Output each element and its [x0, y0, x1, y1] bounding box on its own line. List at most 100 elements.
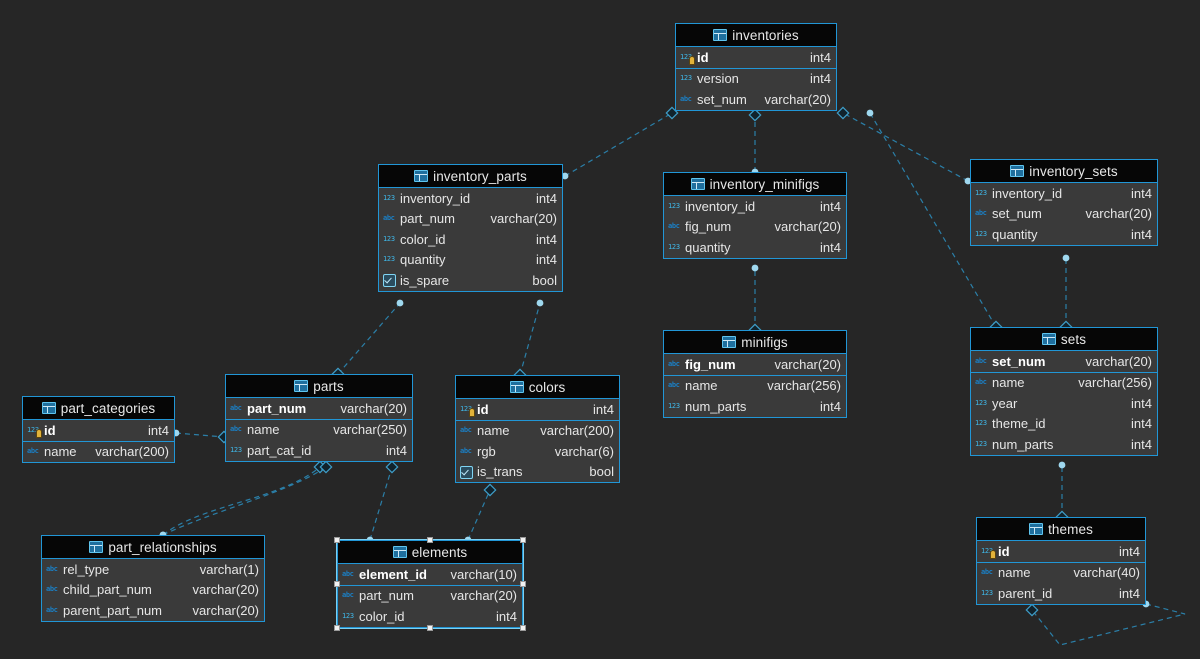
- relationship-line[interactable]: [162, 466, 321, 536]
- relationship-line[interactable]: [369, 466, 393, 541]
- table-header[interactable]: inventories: [676, 24, 836, 47]
- relationship-endpoint-circle: [396, 299, 404, 307]
- column-type: varchar(10): [450, 566, 517, 582]
- column-name: is_spare: [400, 272, 450, 288]
- table-title: elements: [411, 544, 468, 560]
- relationship-line[interactable]: [175, 432, 225, 438]
- relationship-line[interactable]: [467, 489, 491, 541]
- resize-handle[interactable]: [520, 581, 526, 587]
- resize-handle[interactable]: [334, 625, 340, 631]
- relationship-line[interactable]: [519, 302, 541, 376]
- table-header[interactable]: colors: [456, 376, 619, 399]
- table-header[interactable]: part_categories: [23, 397, 174, 420]
- resize-handle[interactable]: [334, 581, 340, 587]
- column-type: int4: [536, 190, 557, 206]
- relationship-line[interactable]: [162, 466, 327, 536]
- text-icon: abc: [460, 446, 472, 455]
- column-name: name: [477, 423, 510, 439]
- table-icon: [1041, 333, 1056, 345]
- table-header[interactable]: elements: [338, 541, 522, 564]
- table-header[interactable]: inventory_parts: [379, 165, 562, 188]
- table-title: sets: [1060, 331, 1087, 347]
- table-header[interactable]: sets: [971, 328, 1157, 351]
- resize-handle[interactable]: [520, 625, 526, 631]
- table-header[interactable]: parts: [226, 375, 412, 398]
- relationship-line[interactable]: [842, 112, 969, 182]
- resize-handle[interactable]: [427, 625, 433, 631]
- table-header[interactable]: themes: [977, 518, 1145, 541]
- resize-handle[interactable]: [520, 537, 526, 543]
- relationship-line[interactable]: [564, 112, 673, 177]
- number-icon: 123: [680, 74, 692, 83]
- relationship-line[interactable]: [1031, 603, 1186, 646]
- relationship-line[interactable]: [337, 302, 401, 375]
- table-icon: [41, 402, 56, 414]
- resize-handle[interactable]: [427, 537, 433, 543]
- table-header[interactable]: inventory_minifigs: [664, 173, 846, 196]
- table-header[interactable]: inventory_sets: [971, 160, 1157, 183]
- table-header[interactable]: part_relationships: [42, 536, 264, 559]
- column-name: child_part_num: [63, 582, 152, 598]
- table-header[interactable]: minifigs: [664, 331, 846, 354]
- resize-handle[interactable]: [334, 537, 340, 543]
- text-icon: abc: [230, 425, 242, 434]
- relationship-endpoint-circle: [536, 299, 544, 307]
